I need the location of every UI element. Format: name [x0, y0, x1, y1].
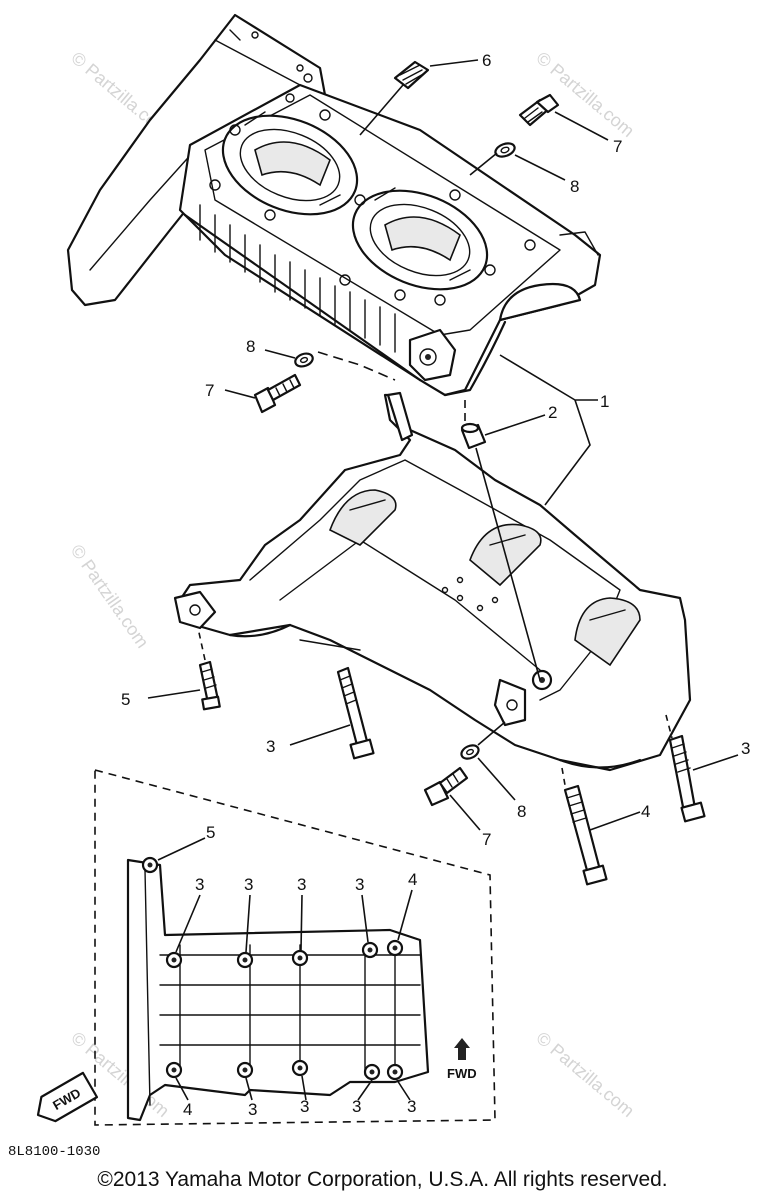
callout-8: 8 [517, 802, 526, 821]
callout-3: 3 [195, 875, 204, 894]
callout-8: 8 [246, 337, 255, 356]
callout-6: 6 [482, 51, 491, 70]
callout-1: 1 [600, 392, 609, 411]
lower-crankcase [173, 391, 692, 772]
bottom-bolt-heads [141, 856, 404, 1081]
callout-labels: 6 7 8 8 7 2 1 5 3 3 8 4 7 5 3 3 3 3 4 4 … [8, 51, 750, 1160]
part-8-washer-left [264, 349, 396, 381]
callout-3: 3 [297, 875, 306, 894]
bottom-view-inset [94, 768, 496, 1126]
part-7-bolt-lower [423, 766, 481, 831]
fwd-tag: FWD [36, 1071, 99, 1123]
callout-7: 7 [205, 381, 214, 400]
part-7-bolt-top [518, 93, 609, 141]
part-code: 8L8100-1030 [8, 1144, 100, 1160]
part-8-washer-lower [460, 721, 516, 801]
watermark-text: © Partzilla.com [532, 1028, 638, 1121]
callout-3: 3 [355, 875, 364, 894]
callout-3: 3 [407, 1097, 416, 1116]
callout-4: 4 [408, 870, 417, 889]
part-5-bolt [147, 627, 221, 711]
watermark-text: © Partzilla.com [67, 541, 153, 652]
callout-3: 3 [352, 1097, 361, 1116]
callout-7: 7 [482, 830, 491, 849]
part-3-bolt-left [289, 666, 375, 760]
callout-5: 5 [206, 823, 215, 842]
part-3-bolt-right [665, 714, 739, 823]
part-4-bolt [561, 767, 641, 886]
stud-holes [209, 93, 536, 306]
part-8-washer-top [469, 142, 566, 181]
callout-7: 7 [613, 137, 622, 156]
copyright-text: ©2013 Yamaha Motor Corporation, U.S.A. A… [97, 1168, 668, 1191]
part-7-bolt-left [224, 373, 302, 414]
callout-4: 4 [641, 802, 650, 821]
callout-3: 3 [266, 737, 275, 756]
upper-crankcase [66, 13, 602, 397]
callout-2: 2 [548, 403, 557, 422]
callout-5: 5 [121, 690, 130, 709]
part-2-dowel [460, 400, 546, 681]
callout-3: 3 [244, 875, 253, 894]
callout-8: 8 [570, 177, 579, 196]
callout-3: 3 [741, 739, 750, 758]
fwd-label: FWD [447, 1066, 477, 1081]
callout-4: 4 [183, 1100, 192, 1119]
part-6-plug [359, 59, 479, 136]
part-1-leader [499, 354, 598, 506]
watermark-text: © Partzilla.com [532, 48, 638, 141]
callout-3: 3 [300, 1097, 309, 1116]
callout-3: 3 [248, 1100, 257, 1119]
